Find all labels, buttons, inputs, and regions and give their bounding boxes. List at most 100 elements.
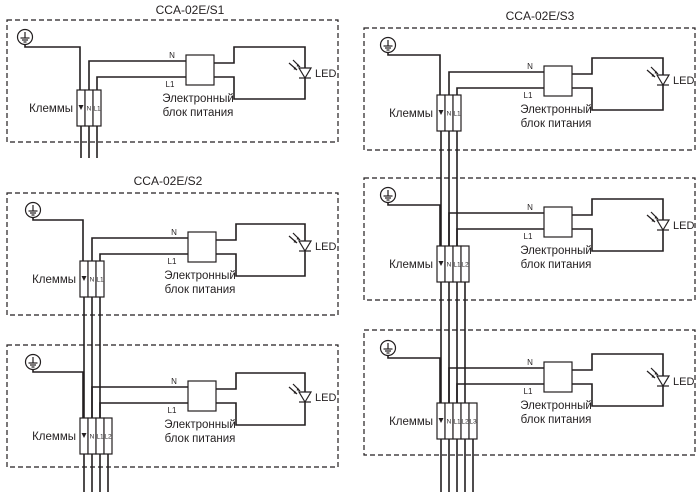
neutral-wire [91, 237, 188, 261]
line-label: L1 [168, 406, 177, 415]
led-icon [288, 59, 313, 80]
ground-wire [387, 202, 441, 246]
ground-icon [379, 339, 397, 357]
ground-wire [387, 355, 441, 403]
ground-wire [32, 217, 84, 261]
power-supply-box [543, 65, 573, 97]
ground-wire [387, 52, 441, 95]
led-wire [216, 402, 306, 426]
line-wire [456, 87, 544, 95]
dashed-frame [6, 19, 339, 143]
led-icon [646, 211, 671, 232]
terminal-label: N [447, 111, 452, 118]
led-icon [646, 66, 671, 87]
terminals-label: Клеммы [29, 103, 73, 115]
line-wire [99, 253, 188, 261]
terminal-label: L1 [96, 434, 104, 441]
terminal-ground-icon [438, 261, 444, 266]
led-label: LED [315, 68, 336, 80]
line-label: L1 [166, 80, 175, 89]
led-wire [572, 85, 664, 111]
terminal-label: N [87, 106, 92, 113]
power-supply-label: блок питания [165, 284, 236, 296]
terminals-label: Клеммы [389, 259, 433, 271]
neutral-label: N [527, 203, 533, 212]
led-wire [572, 383, 664, 407]
line-wire [96, 76, 186, 90]
led-label: LED [673, 376, 694, 388]
terminal-ground-icon [438, 110, 444, 115]
led-wire [572, 353, 664, 376]
terminal-label: L1 [93, 106, 101, 113]
line-label: L1 [524, 91, 533, 100]
terminals-label: Клеммы [389, 416, 433, 428]
power-supply-label: блок питания [521, 259, 592, 271]
ground-wire [32, 369, 84, 418]
diagram-title-s1: CCA-02E/S1 [156, 3, 225, 17]
power-supply-label: блок питания [521, 414, 592, 426]
ground-icon [24, 353, 42, 371]
led-icon [646, 367, 671, 388]
led-icon [288, 383, 313, 404]
neutral-label: N [527, 358, 533, 367]
power-supply-label: Электронный [520, 400, 592, 412]
terminals-label: Клеммы [32, 431, 76, 443]
power-supply-label: Электронный [162, 93, 234, 105]
led-wire [214, 76, 306, 100]
led-wire [572, 57, 664, 75]
terminal-label: L2 [461, 262, 469, 269]
neutral-label: N [171, 377, 177, 386]
led-label: LED [673, 75, 694, 87]
terminal-label: L1 [96, 277, 104, 284]
terminals-label: Клеммы [32, 274, 76, 286]
ground-icon [24, 201, 42, 219]
led-wire [214, 46, 306, 68]
terminal-label: L3 [469, 419, 477, 426]
terminal-label: L2 [461, 419, 469, 426]
terminal-label: L1 [453, 262, 461, 269]
dashed-frame [6, 344, 339, 468]
led-icon [288, 232, 313, 253]
line-wire [99, 402, 188, 418]
terminal-ground-icon [438, 418, 444, 423]
ground-icon [379, 36, 397, 54]
neutral-wire [448, 212, 544, 246]
led-wire [216, 223, 306, 241]
terminal-ground-icon [81, 433, 87, 438]
terminal-label: N [90, 434, 95, 441]
led-label: LED [315, 392, 336, 404]
neutral-label: N [171, 228, 177, 237]
terminal-label: N [447, 419, 452, 426]
power-supply-label: Электронный [164, 270, 236, 282]
neutral-label: N [527, 62, 533, 71]
dashed-frame [363, 177, 696, 301]
terminal-label: L2 [104, 434, 112, 441]
power-supply-box [187, 231, 217, 263]
power-supply-label: Электронный [520, 245, 592, 257]
line-label: L1 [168, 257, 177, 266]
terminal-label: N [447, 262, 452, 269]
neutral-wire [88, 60, 186, 90]
diagram-title-s3: CCA-02E/S3 [506, 9, 575, 23]
line-wire [456, 228, 544, 246]
neutral-wire [448, 71, 544, 95]
dashed-frame [6, 192, 339, 316]
diagram-title-s2: CCA-02E/S2 [134, 174, 203, 188]
line-wire [456, 383, 544, 403]
led-wire [216, 372, 306, 392]
led-label: LED [673, 220, 694, 232]
dashed-frame [363, 27, 696, 151]
led-wire [216, 251, 306, 277]
power-supply-box [543, 361, 573, 393]
power-supply-box [543, 206, 573, 238]
